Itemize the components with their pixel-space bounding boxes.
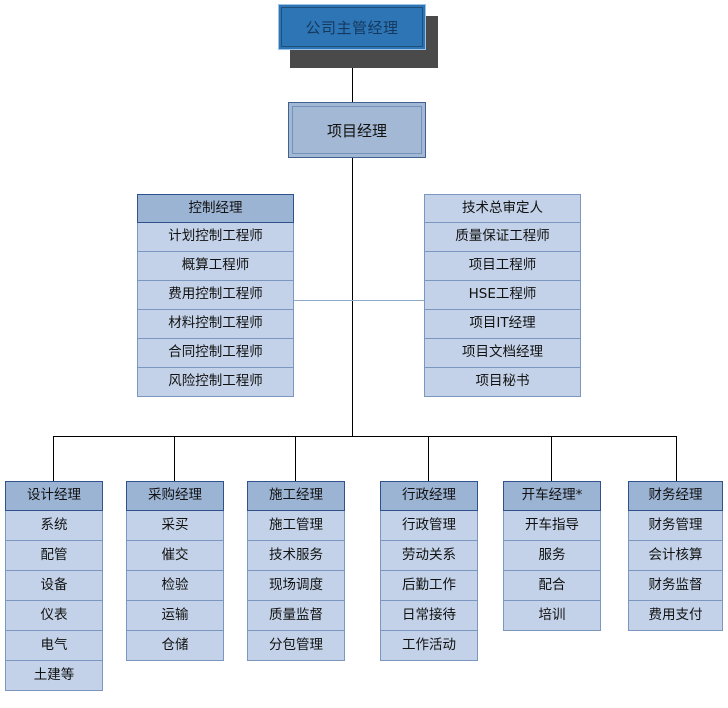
column-technical-item[interactable]: 质量保证工程师 (424, 223, 581, 252)
column-finance-item[interactable]: 会计核算 (628, 541, 723, 571)
connector-pm-spine (352, 158, 353, 436)
column-construction-item[interactable]: 分包管理 (247, 631, 345, 661)
column-technical-item[interactable]: HSE工程师 (424, 281, 581, 310)
column-administration: 行政经理 行政管理 劳动关系 后勤工作 日常接待 工作活动 (380, 481, 478, 661)
column-construction-head[interactable]: 施工经理 (247, 481, 345, 511)
column-technical-item[interactable]: 项目工程师 (424, 252, 581, 281)
column-finance-item[interactable]: 财务管理 (628, 511, 723, 541)
column-design-item[interactable]: 土建等 (5, 661, 103, 691)
column-construction-item[interactable]: 现场调度 (247, 571, 345, 601)
connector-drop-finance (676, 436, 677, 481)
connector-drop-administration (428, 436, 429, 481)
column-finance-item[interactable]: 财务监督 (628, 571, 723, 601)
column-finance-head[interactable]: 财务经理 (628, 481, 723, 511)
connector-drop-procurement (174, 436, 175, 481)
column-procurement-item[interactable]: 检验 (126, 571, 224, 601)
column-construction-item[interactable]: 质量监督 (247, 601, 345, 631)
column-startup-item[interactable]: 开车指导 (503, 511, 601, 541)
column-control-item[interactable]: 合同控制工程师 (137, 339, 294, 368)
column-administration-item[interactable]: 劳动关系 (380, 541, 478, 571)
column-construction-item[interactable]: 技术服务 (247, 541, 345, 571)
column-startup-head[interactable]: 开车经理* (503, 481, 601, 511)
connector-bottom-bus (53, 436, 676, 437)
column-procurement-item[interactable]: 运输 (126, 601, 224, 631)
column-design-item[interactable]: 配管 (5, 541, 103, 571)
column-control-item[interactable]: 概算工程师 (137, 252, 294, 281)
connector-drop-startup (551, 436, 552, 481)
connector-drop-design (53, 436, 54, 481)
column-construction-item[interactable]: 施工管理 (247, 511, 345, 541)
column-administration-item[interactable]: 后勤工作 (380, 571, 478, 601)
executive-box[interactable]: 公司主管经理 (278, 4, 426, 50)
column-finance-item[interactable]: 费用支付 (628, 601, 723, 631)
column-control-item[interactable]: 计划控制工程师 (137, 223, 294, 252)
column-design: 设计经理 系统 配管 设备 仪表 电气 土建等 (5, 481, 103, 691)
project-manager-label: 项目经理 (292, 106, 422, 154)
column-startup-item[interactable]: 培训 (503, 601, 601, 631)
column-procurement-item[interactable]: 仓储 (126, 631, 224, 661)
connector-exec-to-pm (352, 50, 353, 102)
column-technical-head[interactable]: 技术总审定人 (424, 194, 581, 223)
connector-mid-horizontal (288, 300, 428, 301)
column-control-item[interactable]: 费用控制工程师 (137, 281, 294, 310)
column-control-head[interactable]: 控制经理 (137, 194, 294, 223)
column-procurement-head[interactable]: 采购经理 (126, 481, 224, 511)
column-design-item[interactable]: 仪表 (5, 601, 103, 631)
column-procurement: 采购经理 采买 催交 检验 运输 仓储 (126, 481, 224, 661)
column-control: 控制经理 计划控制工程师 概算工程师 费用控制工程师 材料控制工程师 合同控制工… (137, 194, 294, 397)
column-procurement-item[interactable]: 采买 (126, 511, 224, 541)
column-technical-item[interactable]: 项目秘书 (424, 368, 581, 397)
column-startup: 开车经理* 开车指导 服务 配合 培训 (503, 481, 601, 631)
executive-label: 公司主管经理 (281, 7, 423, 47)
column-construction: 施工经理 施工管理 技术服务 现场调度 质量监督 分包管理 (247, 481, 345, 661)
connector-drop-construction (295, 436, 296, 481)
column-control-item[interactable]: 材料控制工程师 (137, 310, 294, 339)
column-administration-item[interactable]: 日常接待 (380, 601, 478, 631)
column-design-head[interactable]: 设计经理 (5, 481, 103, 511)
column-design-item[interactable]: 电气 (5, 631, 103, 661)
column-design-item[interactable]: 设备 (5, 571, 103, 601)
column-technical-item[interactable]: 项目IT经理 (424, 310, 581, 339)
column-administration-head[interactable]: 行政经理 (380, 481, 478, 511)
column-control-item[interactable]: 风险控制工程师 (137, 368, 294, 397)
column-startup-item[interactable]: 配合 (503, 571, 601, 601)
column-procurement-item[interactable]: 催交 (126, 541, 224, 571)
column-finance: 财务经理 财务管理 会计核算 财务监督 费用支付 (628, 481, 723, 631)
column-design-item[interactable]: 系统 (5, 511, 103, 541)
column-administration-item[interactable]: 工作活动 (380, 631, 478, 661)
project-manager-box[interactable]: 项目经理 (288, 102, 426, 158)
column-technical-item[interactable]: 项目文档经理 (424, 339, 581, 368)
column-administration-item[interactable]: 行政管理 (380, 511, 478, 541)
column-startup-item[interactable]: 服务 (503, 541, 601, 571)
column-technical: 技术总审定人 质量保证工程师 项目工程师 HSE工程师 项目IT经理 项目文档经… (424, 194, 581, 397)
